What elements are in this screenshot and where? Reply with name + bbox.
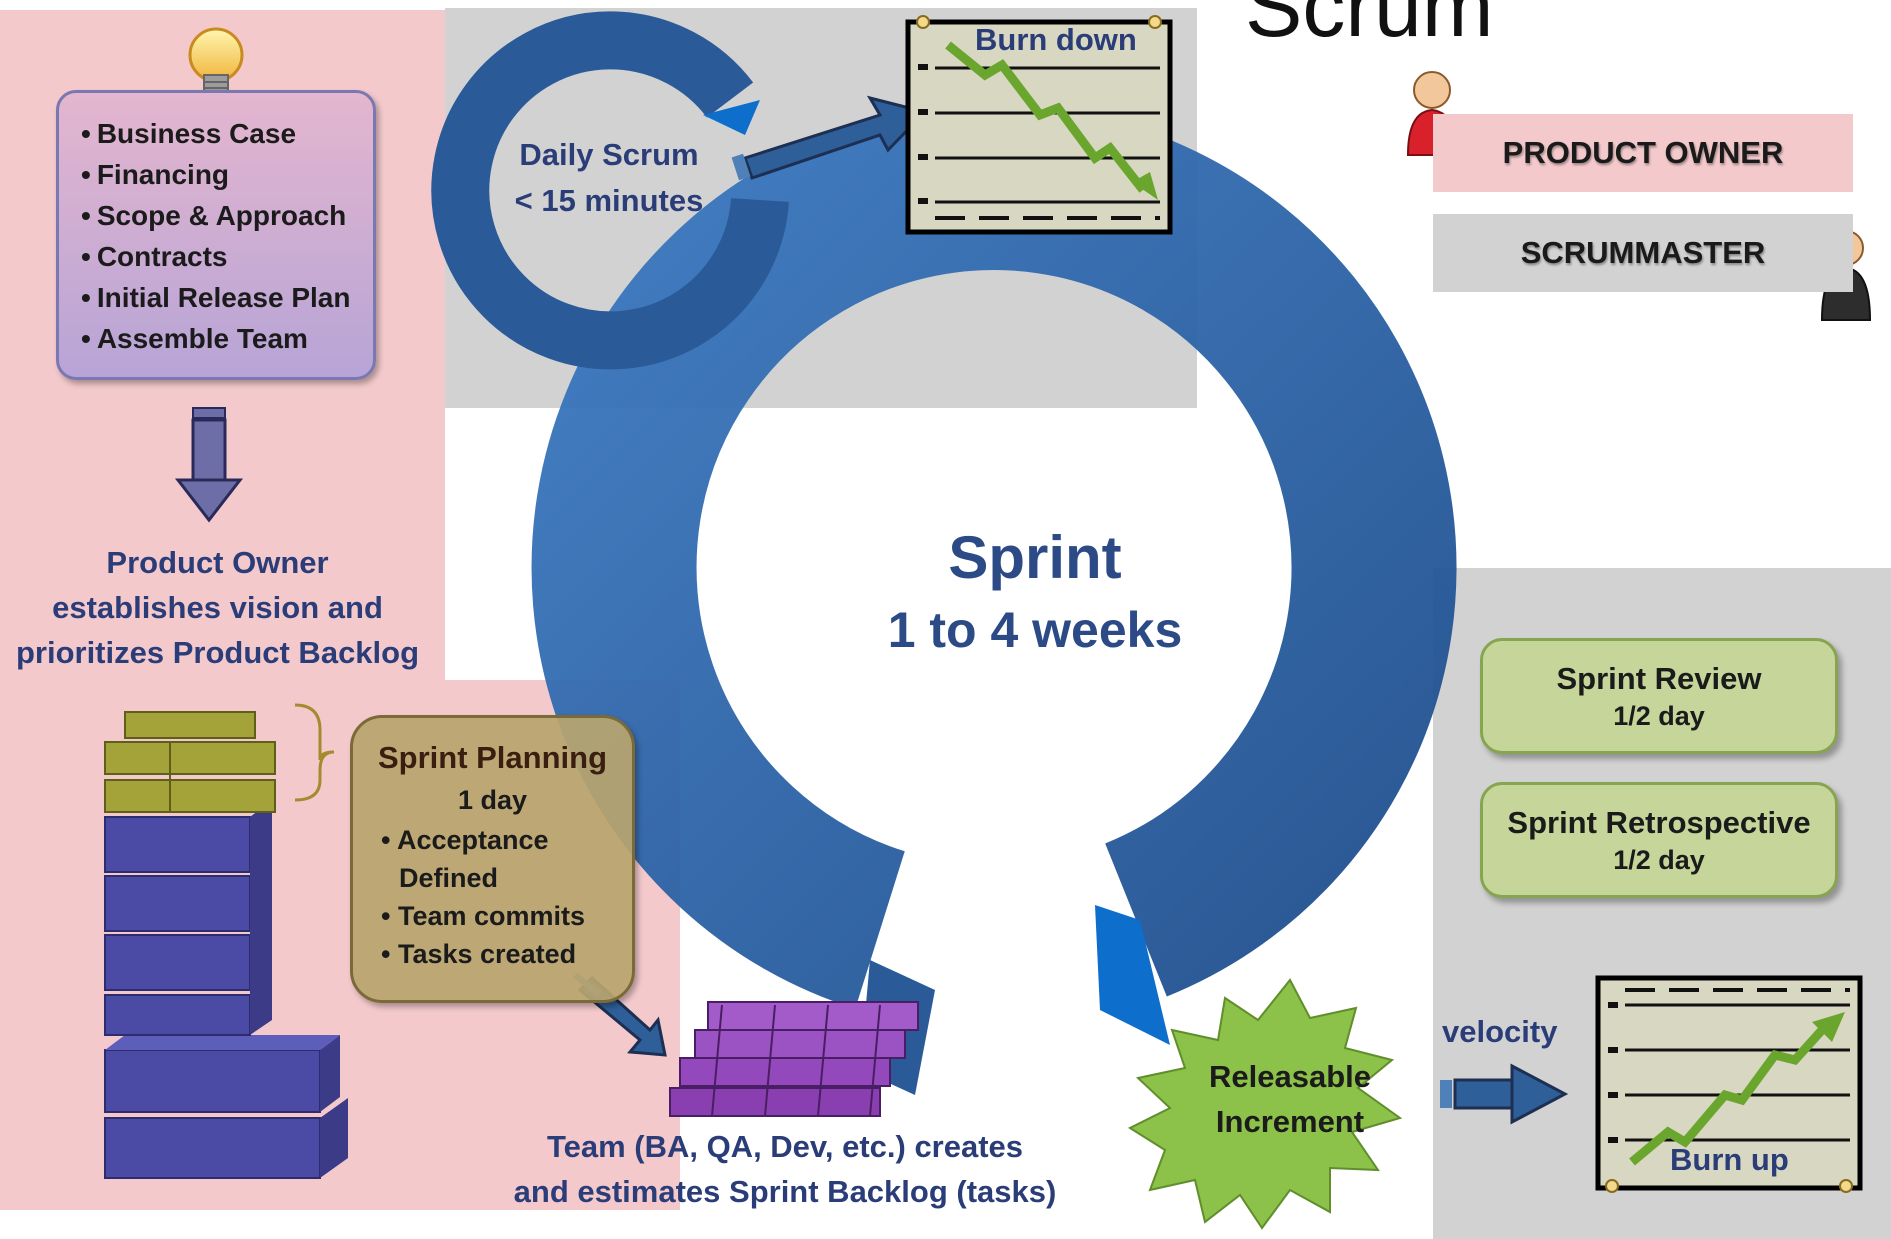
list-item: Initial Release Plan [81,277,351,318]
sprint-planning-box: Sprint Planning 1 day • Acceptance Defin… [350,715,635,1003]
lightbulb-icon [188,27,244,96]
sprint-planning-title: Sprint Planning [377,740,608,775]
sprint-review-box: Sprint Review 1/2 day [1480,638,1838,754]
initiation-box: Business Case Financing Scope & Approach… [56,90,376,380]
daily-scrum-ring [431,11,789,370]
scrummaster-role: SCRUMMASTER [1433,214,1853,292]
sprint-center-label: Sprint 1 to 4 weeks [887,524,1183,658]
burn-up-chart [1595,975,1863,1193]
list-item: • Tasks created [381,939,577,969]
sprint-planning-duration: 1 day [457,785,528,815]
list-item: Assemble Team [81,318,350,359]
sprint-planning-list: • Acceptance Defined • Team commits • Ta… [381,821,585,973]
list-item: Financing [81,154,350,195]
page-title: Scrum [1245,0,1494,55]
burn-up-label: Burn up [1670,1142,1789,1177]
product-owner-caption: Product Owner establishes vision and pri… [15,545,420,670]
burn-down-label: Burn down [975,22,1137,57]
daily-scrum-label: Daily Scrum < 15 minutes [514,137,704,218]
velocity-label: velocity [1442,1014,1558,1049]
list-item: Contracts [81,236,350,277]
releasable-increment-starburst [1127,978,1403,1230]
list-item: Business Case [81,113,350,154]
burn-down-chart [905,15,1173,235]
releasable-increment-label: Releasable Increment [1209,1059,1371,1139]
list-item: Defined [399,863,499,893]
sprint-retrospective-box: Sprint Retrospective 1/2 day [1480,782,1838,898]
team-caption: Team (BA, QA, Dev, etc.) creates and est… [513,1129,1057,1209]
backlog-bracket [294,703,335,802]
sprint-cycle-arrowhead [1095,905,1170,1045]
list-item: • Acceptance [381,825,549,855]
initiation-list: Business Case Financing Scope & Approach… [81,113,351,359]
velocity-arrow [1440,1063,1569,1125]
list-item: • Team commits [381,901,586,931]
product-backlog-stack [104,711,348,1179]
sprint-backlog-stack [669,1001,919,1117]
product-owner-role: PRODUCT OWNER [1433,114,1853,192]
list-item: Scope & Approach [81,195,350,236]
initiation-down-arrow [174,407,244,523]
